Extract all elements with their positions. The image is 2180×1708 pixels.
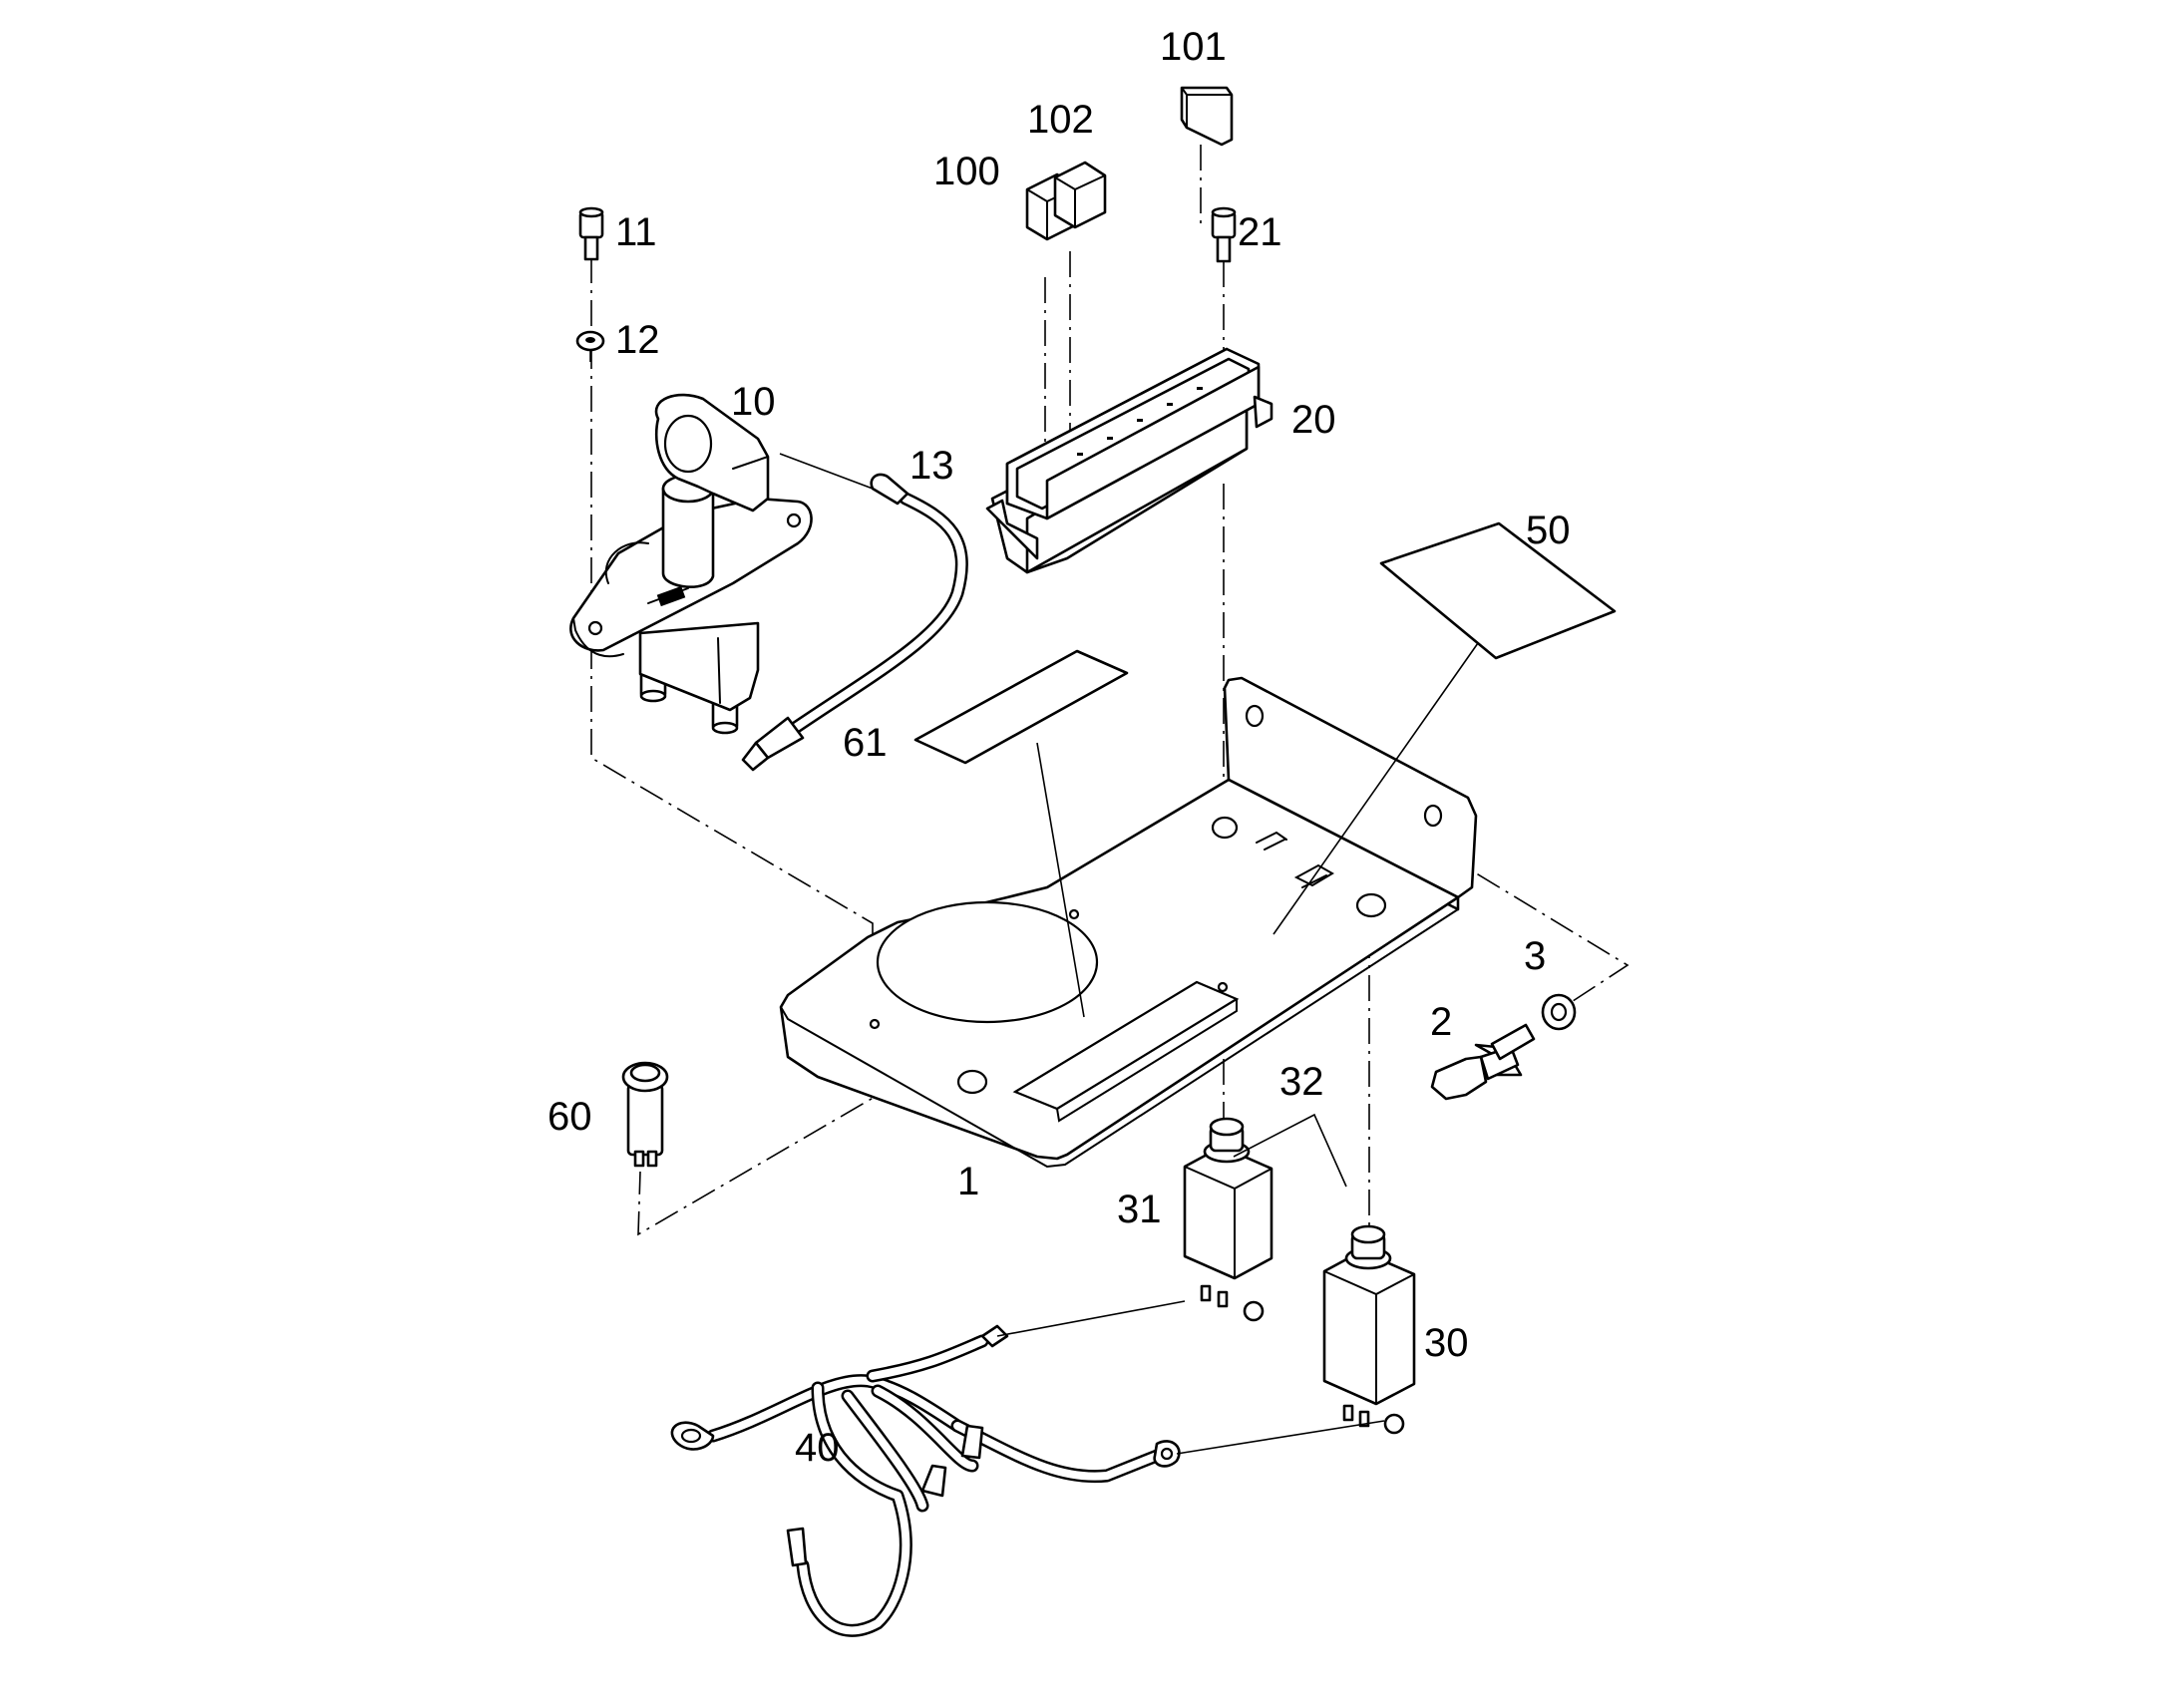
callout-3: 3 [1524, 934, 1546, 978]
fuse-101 [1180, 86, 1234, 147]
bolt-2 [1430, 1023, 1536, 1101]
callouts: 1 2 3 10 11 12 13 20 21 30 31 32 40 50 6… [547, 25, 1571, 1470]
callout-32: 32 [1279, 1060, 1324, 1104]
fuse-box [985, 347, 1273, 574]
battery-key-switch [569, 393, 813, 735]
leader-32 [1233, 1113, 1347, 1188]
callout-60: 60 [547, 1095, 592, 1139]
plate-hole-rear-right [1355, 892, 1387, 918]
label-sticker-50 [1272, 521, 1617, 935]
callout-13: 13 [909, 444, 954, 488]
plate-round-cutout [876, 900, 1099, 1024]
circuit-breaker-31 [1183, 1117, 1273, 1322]
mounting-bracket [779, 676, 1478, 1169]
plate-hole-rear-left [1211, 816, 1239, 840]
callout-40: 40 [795, 1426, 840, 1470]
circuit-breaker-30 [1322, 1224, 1416, 1435]
callout-102: 102 [1027, 98, 1094, 142]
wire-harness-40 [670, 1300, 1385, 1637]
callout-30: 30 [1424, 1321, 1469, 1365]
callout-101: 101 [1160, 25, 1227, 69]
callout-2: 2 [1430, 1000, 1452, 1044]
callout-50: 50 [1526, 509, 1571, 552]
screw-21 [1211, 206, 1237, 263]
label-sticker-61 [913, 649, 1129, 1018]
callout-31: 31 [1117, 1188, 1162, 1231]
callout-10: 10 [731, 380, 776, 424]
callout-21: 21 [1238, 210, 1282, 254]
callout-100: 100 [933, 150, 1000, 193]
screw-11 [578, 206, 604, 261]
callout-1: 1 [957, 1160, 979, 1203]
washer-3 [1541, 993, 1577, 1031]
cable-13 [741, 453, 968, 772]
flange-hole-right [1423, 804, 1443, 828]
flange-hole-left [1245, 704, 1265, 728]
callout-20: 20 [1291, 398, 1336, 442]
indicator-lamp-60 [621, 1061, 669, 1168]
washer-12 [575, 330, 605, 352]
fuse-102 [1053, 161, 1107, 229]
callout-12: 12 [615, 318, 660, 362]
plate-hole-front [956, 1069, 988, 1095]
callout-61: 61 [843, 721, 888, 765]
callout-11: 11 [615, 210, 657, 254]
